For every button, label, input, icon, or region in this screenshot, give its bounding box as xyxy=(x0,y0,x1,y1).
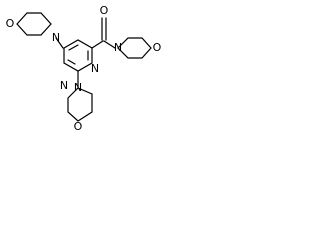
bottom-morpholine-ring xyxy=(67,87,93,122)
pyrimidine-nitrogen-right-label: N xyxy=(91,62,99,75)
right-morpholine-oxygen-label: O xyxy=(153,41,162,54)
left-morpholine-oxygen-label: O xyxy=(6,17,15,30)
molecule-structure: O N N N O N O N O xyxy=(6,4,162,133)
right-morpholine-ring xyxy=(117,37,152,59)
bottom-morpholine-nitrogen-label: N xyxy=(74,81,82,94)
bond-left-morpholine-to-pyrimidine xyxy=(55,37,64,49)
pyrimidine-ring xyxy=(63,39,93,72)
left-morpholine-nitrogen-label: N xyxy=(52,31,60,44)
bottom-morpholine-oxygen-label: O xyxy=(74,120,83,133)
carbonyl-oxygen-label: O xyxy=(100,4,109,17)
pyrimidine-double-bond-top xyxy=(68,44,79,51)
structure-canvas: O N N N O N O N O xyxy=(0,0,166,136)
atom-labels: O N N N O N O N O xyxy=(6,4,162,133)
bonds xyxy=(16,12,152,122)
bond-carbonyl-to-amide-n xyxy=(103,40,116,49)
bond-pyrimidine-to-carbonyl xyxy=(91,40,104,49)
left-morpholine-ring xyxy=(16,12,52,36)
pyrimidine-nitrogen-left-label: N xyxy=(60,79,68,92)
pyrimidine-double-bond-left xyxy=(67,59,76,65)
amide-nitrogen-label: N xyxy=(114,41,122,54)
